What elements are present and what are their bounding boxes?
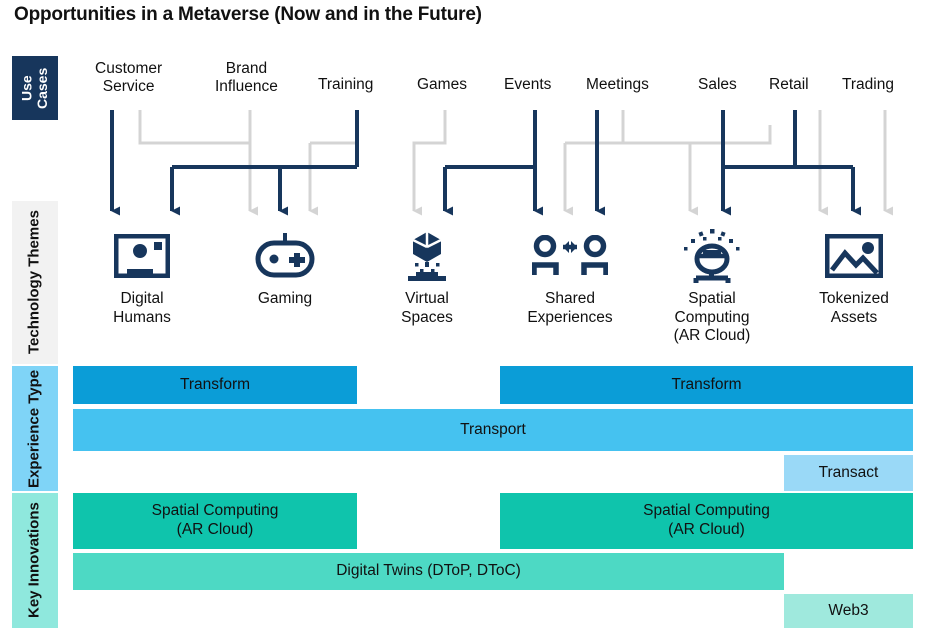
use-case-trading[interactable]: Trading [842, 76, 894, 93]
technology-theme-label: Digital Humans [113, 290, 171, 326]
technology-theme-shared-experiences[interactable]: Shared Experiences [500, 228, 640, 327]
use-case-customer-service[interactable]: Customer Service [95, 60, 163, 96]
experience-bar-transform[interactable]: Transform [500, 366, 913, 404]
innovation-bar-spatial-computing[interactable]: Spatial Computing (AR Cloud) [500, 493, 913, 549]
use-case-brand-influence[interactable]: Brand Influence [215, 60, 278, 96]
innovation-bar-web3[interactable]: Web3 [784, 594, 913, 628]
technology-theme-label: Gaming [257, 290, 313, 307]
technology-theme-tokenized-assets[interactable]: Tokenized Assets [784, 228, 924, 327]
experience-bar-transform[interactable]: Transform [73, 366, 357, 404]
use-case-retail[interactable]: Retail [769, 76, 809, 93]
row-label-key-innovations: Key Innovations [12, 493, 58, 628]
technology-theme-ar-cloud[interactable]: Spatial Computing (AR Cloud) [642, 228, 782, 346]
technology-theme-gamepad[interactable]: Gaming [215, 228, 355, 309]
tokenized-assets-icon [784, 228, 924, 284]
gamepad-icon [215, 228, 355, 284]
technology-theme-virtual-spaces[interactable]: Virtual Spaces [357, 228, 497, 327]
technology-theme-label: Tokenized Assets [819, 290, 889, 326]
technology-theme-label: Virtual Spaces [401, 290, 453, 326]
virtual-spaces-icon [357, 228, 497, 284]
use-case-meetings[interactable]: Meetings [586, 76, 649, 93]
use-case-events[interactable]: Events [504, 76, 552, 93]
technology-theme-label: Shared Experiences [527, 290, 613, 326]
use-case-sales[interactable]: Sales [698, 76, 737, 93]
digital-humans-icon [72, 228, 212, 284]
ar-cloud-icon [642, 228, 782, 284]
page-title: Opportunities in a Metaverse (Now and in… [14, 4, 482, 25]
use-case-training[interactable]: Training [318, 76, 374, 93]
connector-wires [110, 110, 893, 216]
experience-bar-transport[interactable]: Transport [73, 409, 913, 451]
row-label-experience-type: Experience Type [12, 366, 58, 491]
innovation-bar-spatial-computing[interactable]: Spatial Computing (AR Cloud) [73, 493, 357, 549]
use-case-games[interactable]: Games [417, 76, 467, 93]
innovation-bar-digital-twins-dtop-dtoc-[interactable]: Digital Twins (DToP, DToC) [73, 553, 784, 590]
technology-theme-digital-humans[interactable]: Digital Humans [72, 228, 212, 327]
shared-experiences-icon [500, 228, 640, 284]
experience-bar-transact[interactable]: Transact [784, 455, 913, 491]
technology-theme-label: Spatial Computing (AR Cloud) [673, 290, 751, 345]
